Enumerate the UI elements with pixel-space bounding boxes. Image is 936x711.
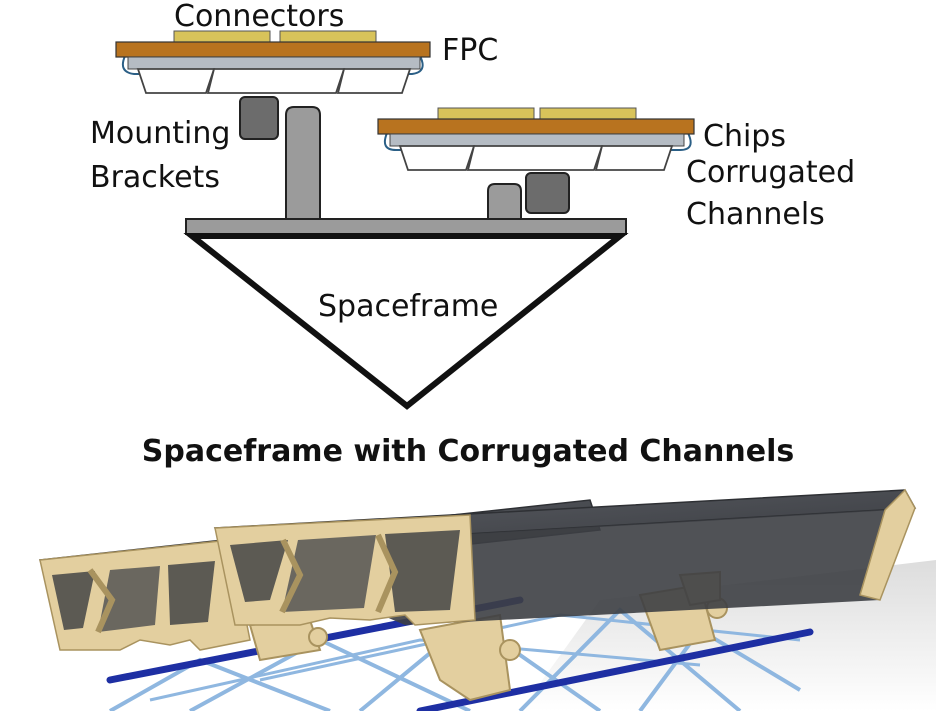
bracket-pad-left: [239, 96, 279, 140]
channel-right: [213, 488, 917, 626]
spaceframe-triangle: [183, 233, 629, 410]
figure-title: Spaceframe with Corrugated Channels: [141, 434, 795, 469]
label-connectors: Connectors: [174, 0, 345, 34]
spaceframe-schematic: [183, 96, 629, 410]
channel-cell: [136, 68, 216, 94]
label-mounting: Mounting: [90, 116, 231, 151]
label-chips: Chips: [703, 119, 786, 154]
module-upper-left: [115, 30, 431, 94]
channel-cell: [398, 145, 476, 171]
label-corrugated: Corrugated: [686, 155, 856, 190]
chip-layer-right: [389, 133, 685, 147]
chip-layer-left: [127, 56, 421, 70]
label-channels: Channels: [686, 197, 825, 232]
spaceframe-render: [38, 488, 936, 711]
bracket-pad-right: [525, 172, 570, 214]
connector-right-2: [539, 107, 637, 120]
module-right: [377, 107, 695, 171]
label-fpc: FPC: [442, 33, 499, 68]
fpc-left: [115, 41, 431, 58]
connector-right-1: [437, 107, 535, 120]
label-spaceframe: Spaceframe: [318, 289, 499, 324]
bracket-post-right: [487, 183, 522, 220]
channel-cell: [206, 68, 346, 94]
bracket-post-left: [285, 106, 321, 220]
label-brackets: Brackets: [90, 160, 220, 195]
channel-cell: [594, 145, 674, 171]
fpc-right: [377, 118, 695, 135]
spaceframe-top-plate: [185, 218, 627, 235]
channel-cell: [466, 145, 604, 171]
channel-cell: [336, 68, 412, 94]
